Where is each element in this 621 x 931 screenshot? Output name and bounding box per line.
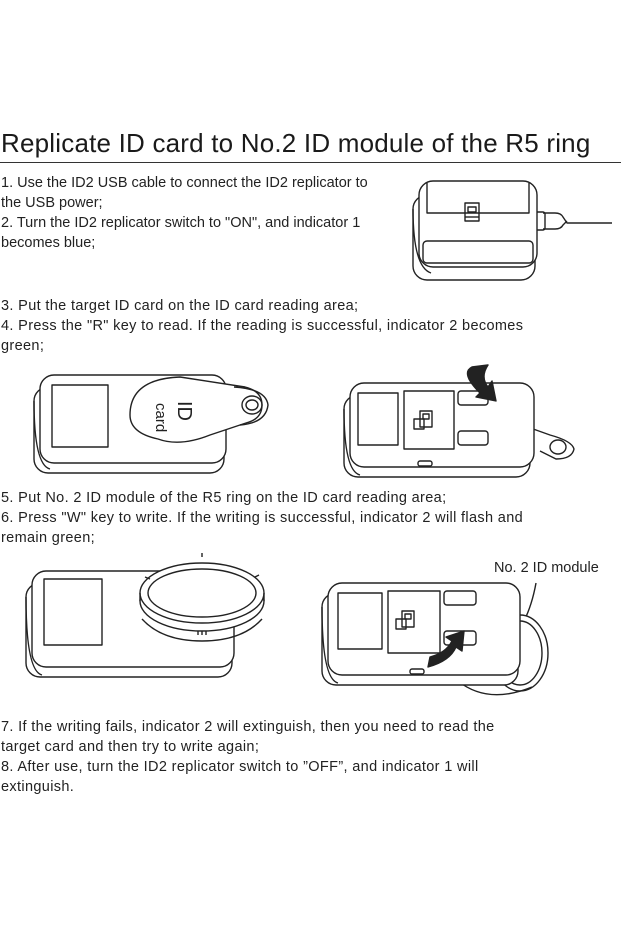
instructions-steps-1-2: 1. Use the ID2 USB cable to connect the … [1,173,409,253]
text-line: 4. Press the "R" key to read. If the rea… [1,318,524,334]
text-line: remain green; [1,530,96,546]
text-line: green; [1,338,45,354]
replicator-usb-illustration [412,180,612,281]
page-title: Replicate ID card to No.2 ID module of t… [1,128,591,158]
replicator-read-illustration [343,364,575,478]
text-line: 6. Press "W" key to write. If the writin… [1,510,524,526]
instructions-steps-7-8: 7. If the writing fails, indicator 2 wil… [1,717,621,797]
instructions-steps-5-6: 5. Put No. 2 ID module of the R5 ring on… [1,488,621,548]
text-line: becomes blue; [1,235,96,251]
id-card-label: ID card [152,401,195,432]
text-line: the USB power; [1,195,103,211]
text-line: 5. Put No. 2 ID module of the R5 ring on… [1,490,447,506]
text-line: 8. After use, turn the ID2 replicator sw… [1,759,479,775]
text-line: target card and then try to write again; [1,739,260,755]
replicator-write-illustration [321,582,549,696]
text-line: 2. Turn the ID2 replicator switch to "ON… [1,215,361,231]
title-divider [0,162,621,163]
text-line: 7. If the writing fails, indicator 2 wil… [1,719,495,735]
id-card-label-id: ID [173,401,195,421]
text-line: 3. Put the target ID card on the ID card… [1,298,359,314]
text-line: 1. Use the ID2 USB cable to connect the … [1,175,368,191]
module-callout-label: No. 2 ID module [494,560,599,576]
ring-on-reader-illustration [25,553,265,678]
instructions-steps-3-4: 3. Put the target ID card on the ID card… [1,296,621,356]
id-card-on-reader-illustration: ID card [33,374,269,474]
text-line: extinguish. [1,779,75,795]
id-card-label-card: card [152,403,169,432]
